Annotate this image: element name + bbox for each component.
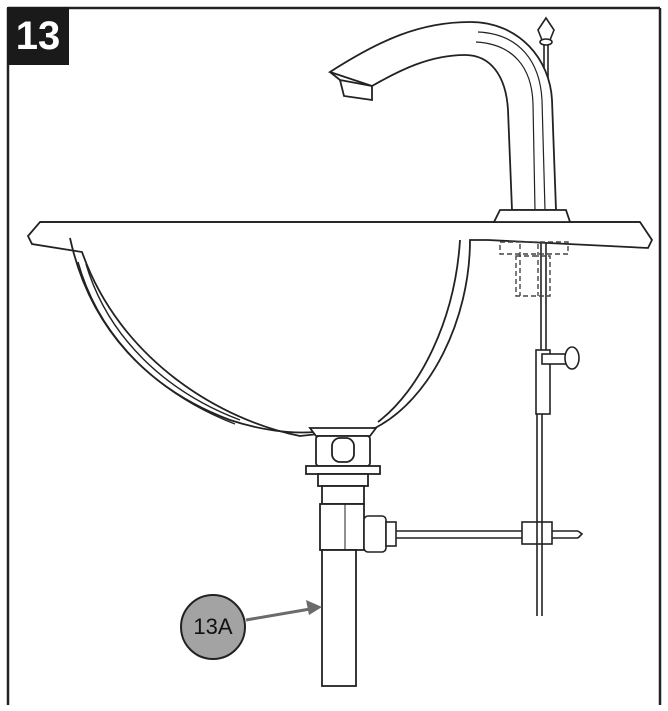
step-number-badge: 13 xyxy=(7,7,69,65)
callout-arrow xyxy=(245,600,322,622)
clevis-strap xyxy=(535,346,580,616)
faucet xyxy=(327,21,572,223)
tailpiece xyxy=(319,503,365,687)
callout-13a: 13A xyxy=(180,594,246,660)
mounting-hardware xyxy=(499,241,569,297)
diagram-border xyxy=(6,6,662,705)
drain-assembly xyxy=(305,427,381,505)
pivot-rod xyxy=(363,515,584,553)
